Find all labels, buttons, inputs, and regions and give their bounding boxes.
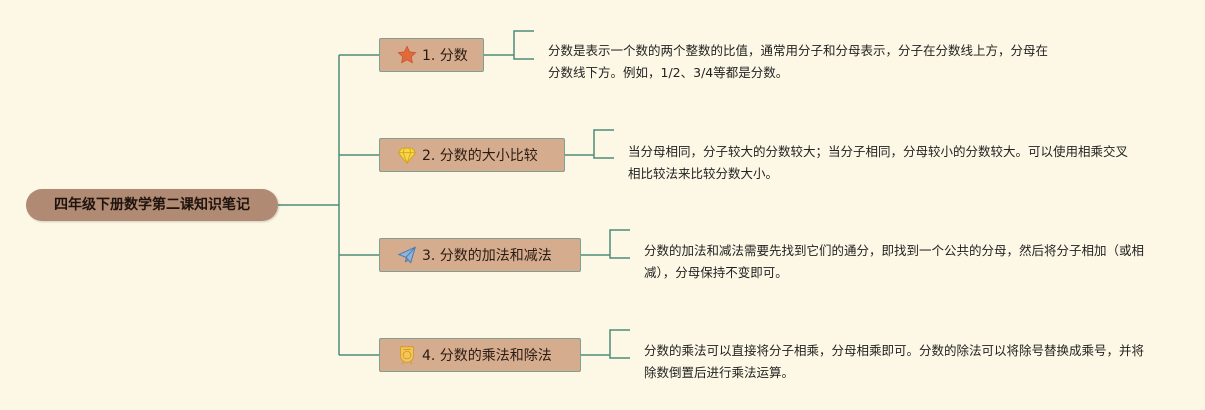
- star-icon: [396, 44, 418, 66]
- note-bracket-4: [580, 329, 630, 359]
- topic-label-1: 1. 分数: [422, 48, 468, 64]
- paper-plane-icon: [396, 244, 418, 266]
- topic-note-1: 分数是表示一个数的两个整数的比值，通常用分子和分母表示，分子在分数线上方，分母在…: [548, 43, 1049, 80]
- topic-node-1[interactable]: 1. 分数: [379, 38, 484, 72]
- note-bracket-2: [564, 129, 614, 159]
- topic-label-4: 4. 分数的乘法和除法: [422, 348, 552, 364]
- medal-icon: [396, 344, 418, 366]
- note-bracket-1: [484, 30, 534, 60]
- topic-label-2: 2. 分数的大小比较: [422, 148, 538, 164]
- root-node[interactable]: 四年级下册数学第二课知识笔记: [26, 189, 278, 221]
- root-title: 四年级下册数学第二课知识笔记: [54, 197, 250, 213]
- topic-note-3: 分数的加法和减法需要先找到它们的通分，即找到一个公共的分母，然后将分子相加（或相…: [644, 243, 1145, 280]
- topic-node-4[interactable]: 4. 分数的乘法和除法: [379, 338, 581, 372]
- topic-node-2[interactable]: 2. 分数的大小比较: [379, 138, 565, 172]
- topic-label-3: 3. 分数的加法和减法: [422, 248, 552, 264]
- topic-note-4: 分数的乘法可以直接将分子相乘，分母相乘即可。分数的除法可以将除号替换成乘号，并将…: [644, 343, 1145, 380]
- diamond-icon: [396, 144, 418, 166]
- topic-note-2: 当分母相同，分子较大的分数较大；当分子相同，分母较小的分数较大。可以使用相乘交叉…: [628, 144, 1129, 181]
- note-bracket-3: [580, 229, 630, 259]
- topic-node-3[interactable]: 3. 分数的加法和减法: [379, 238, 581, 272]
